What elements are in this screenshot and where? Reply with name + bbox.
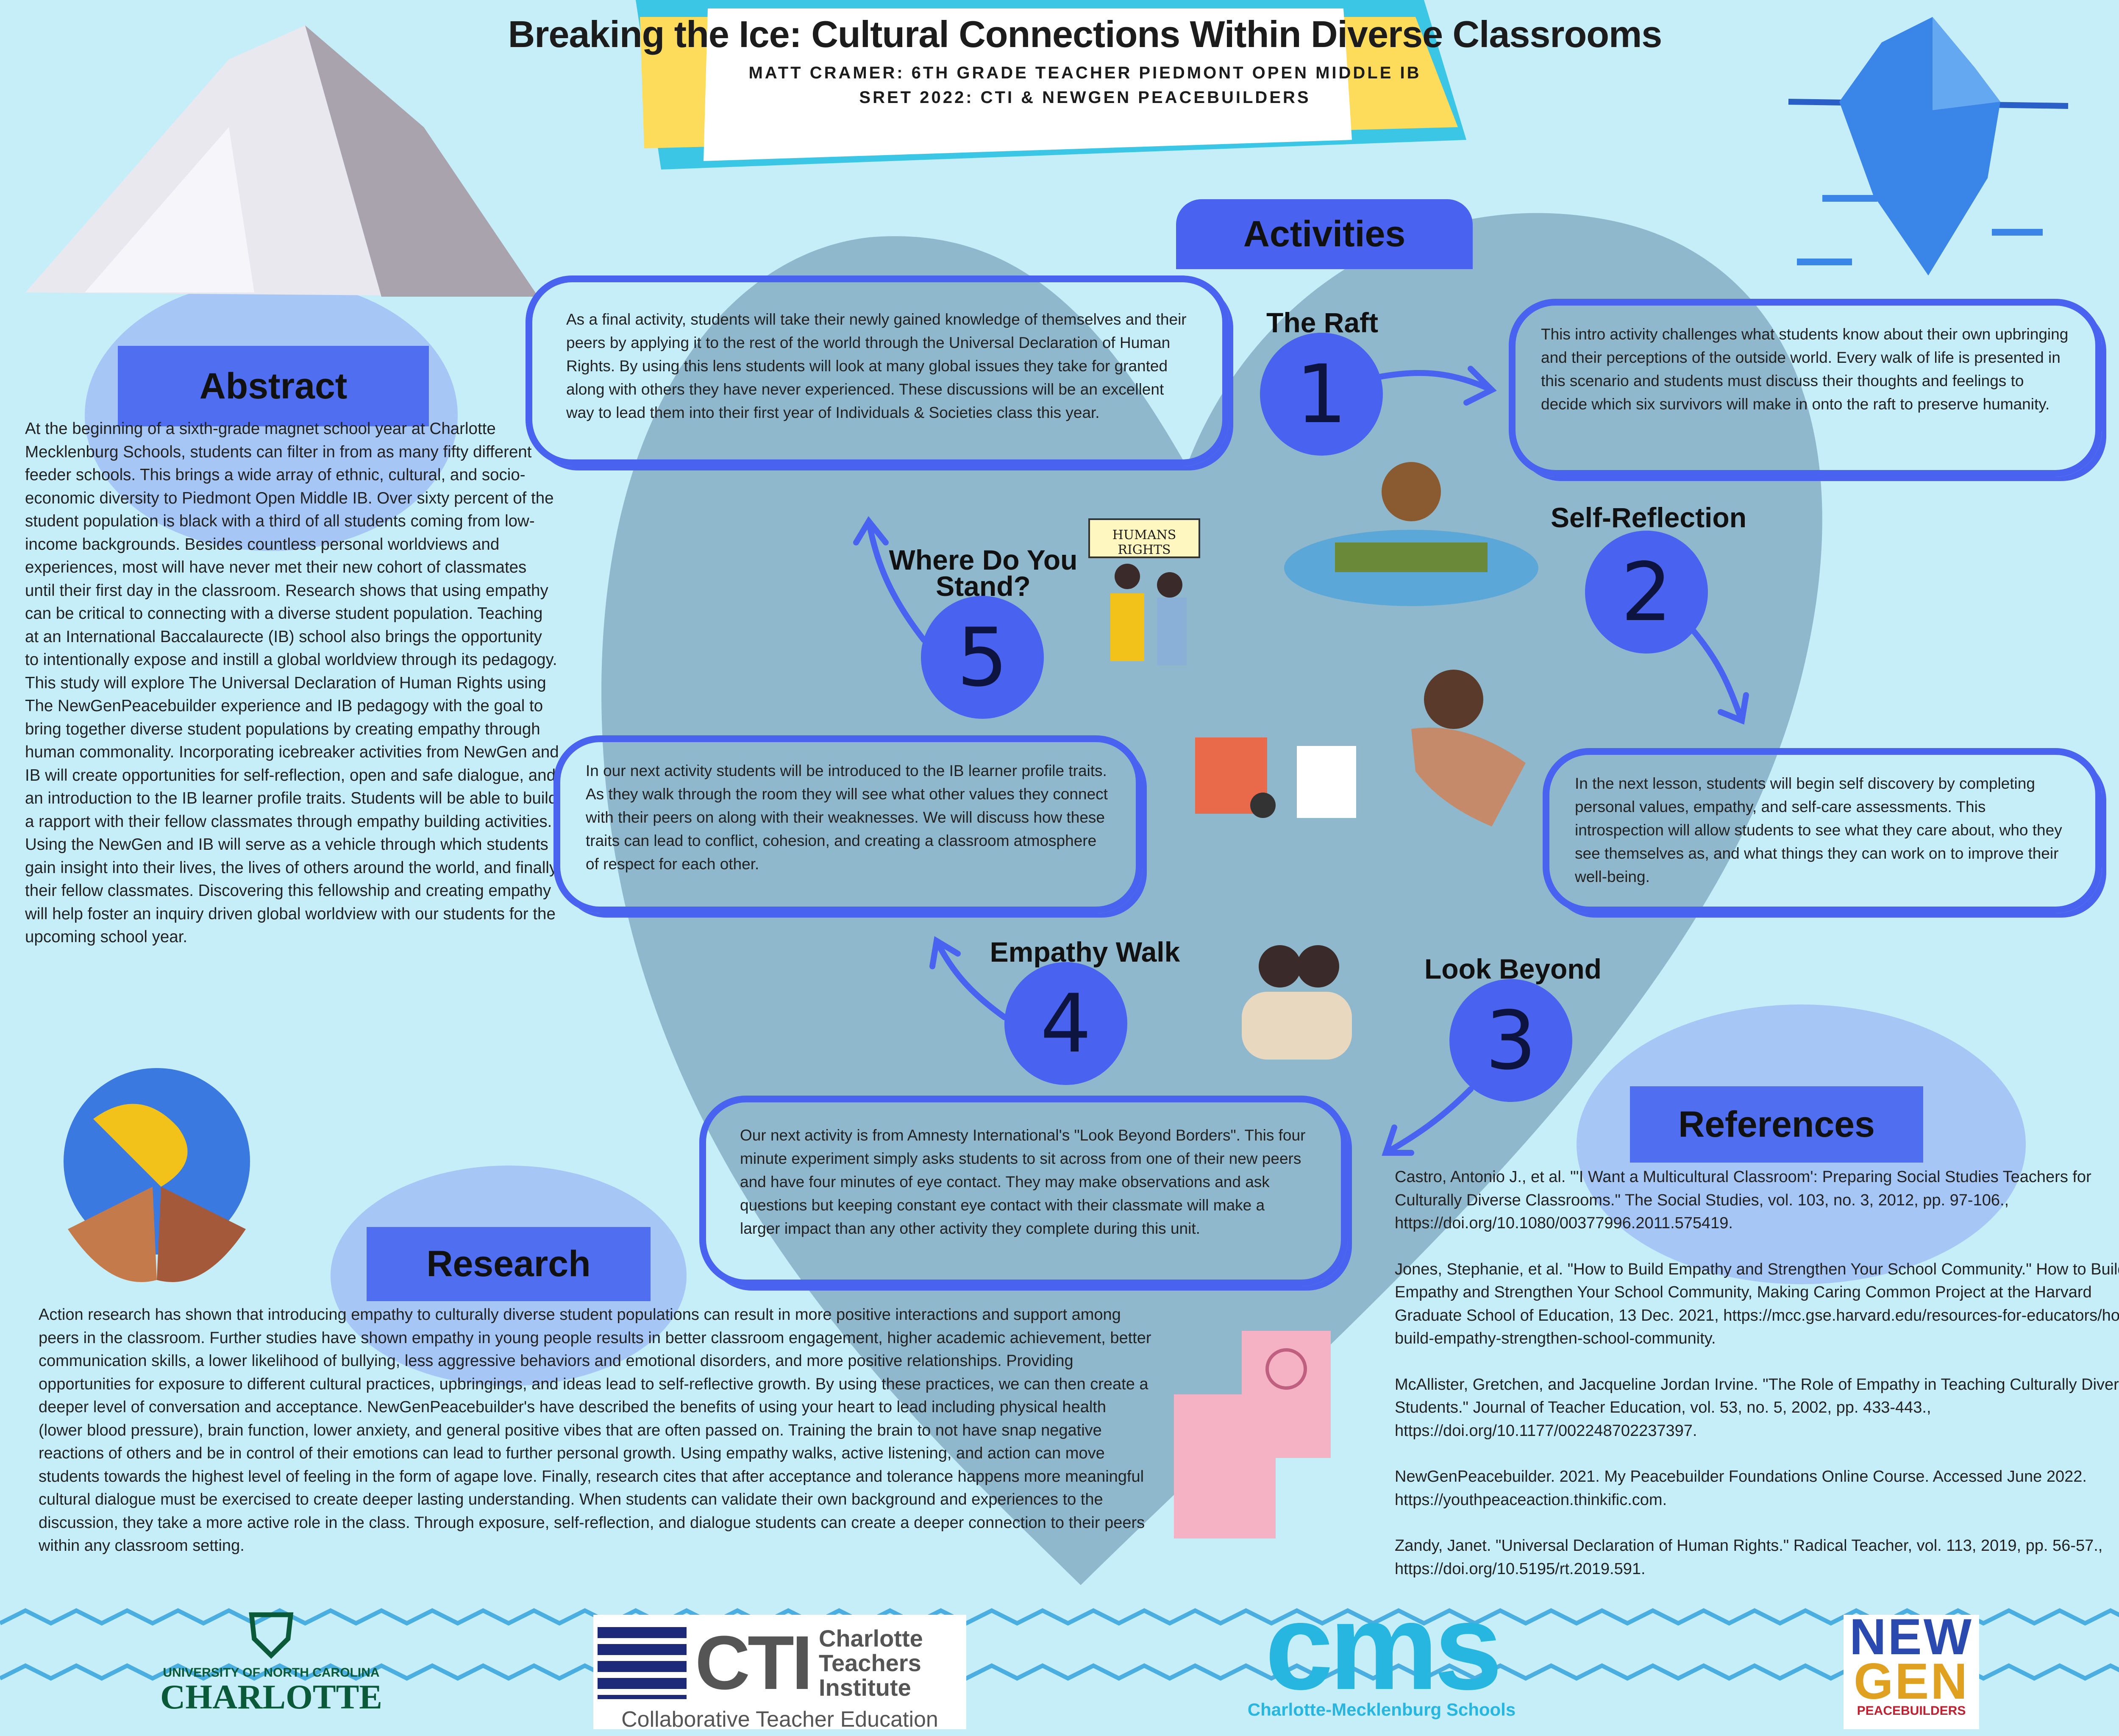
poster-title: Breaking the Ice: Cultural Connections W…: [508, 13, 1662, 55]
earth-hands-illustration: [64, 1068, 250, 1282]
activity-5-text: As a final activity, students will take …: [566, 311, 1187, 421]
activity-1-text: This intro activity challenges what stud…: [1541, 326, 2069, 413]
zigzag-border: [0, 1608, 2119, 1626]
cms-name: Charlotte-Mecklenburg Schools: [1247, 1700, 1516, 1719]
human-rights-sign-text: HUMANS RIGHTS: [1112, 528, 1176, 557]
activity-3-title: Look Beyond: [1424, 953, 1602, 985]
reference-item: Jones, Stephanie, et al. "How to Build E…: [1395, 1260, 2119, 1348]
activity-3-number: 3: [1449, 979, 1572, 1102]
newgen-bottom: PEACEBUILDERS: [1857, 1704, 1966, 1718]
activity-1-box: This intro activity challenges what stud…: [1509, 299, 2102, 477]
uncc-logo: ⛉ UNIVERSITY OF NORTH CAROLINA CHARLOTTE: [144, 1606, 398, 1714]
scroll-illustration: [1174, 1331, 1331, 1538]
raft-illustration: [1284, 462, 1538, 606]
activity-2-title: Self-Reflection: [1550, 502, 1747, 533]
activity-4-number: 4: [1004, 962, 1127, 1085]
activity-4-text: In our next activity students will be in…: [586, 762, 1108, 873]
activity-2-box: In the next lesson, students will begin …: [1543, 748, 2102, 913]
activity-1-title: The Raft: [1266, 307, 1378, 338]
cms-logo: cms Charlotte-Mecklenburg Schools: [1221, 1578, 1543, 1720]
activity-4-box: In our next activity students will be in…: [553, 735, 1143, 913]
cti-tagline: Collaborative Teacher Education: [621, 1707, 938, 1732]
protest-illustration: [1088, 518, 1200, 665]
newgen-top: NEW: [1849, 1608, 1973, 1665]
activity-2-text: In the next lesson, students will begin …: [1575, 775, 2062, 885]
uncc-crown-icon: ⛉: [249, 1601, 294, 1671]
activity-3-box: Our next activity is from Amnesty Intern…: [699, 1096, 1348, 1286]
activity-1-number: 1: [1260, 333, 1383, 456]
newgen-logo: NEW GEN PEACEBUILDERS: [1844, 1608, 1979, 1729]
reference-item: Castro, Antonio J., et al. "'I Want a Mu…: [1395, 1168, 2091, 1232]
activity-2-number: 2: [1585, 531, 1708, 654]
reference-item: NewGenPeacebuilder. 2021. My Peacebuilde…: [1395, 1468, 2087, 1509]
cms-abbr: cms: [1265, 1578, 1502, 1715]
references-heading: References: [1630, 1086, 1923, 1163]
research-heading: Research: [367, 1227, 651, 1301]
program-line: SRET 2022: CTI & NEWGEN PEACEBUILDERS: [859, 88, 1311, 107]
people-illustration: [1195, 737, 1356, 818]
cti-abbr: CTI: [695, 1620, 813, 1705]
activity-3-text: Our next activity is from Amnesty Intern…: [740, 1127, 1306, 1237]
reference-item: McAllister, Gretchen, and Jacqueline Jor…: [1395, 1375, 2119, 1440]
uncc-name: CHARLOTTE: [160, 1678, 382, 1716]
activity-5-number: 5: [921, 596, 1044, 719]
mountain-illustration: [25, 25, 538, 297]
flow-arrows: [853, 366, 1749, 1156]
cti-logo: CTI Charlotte Teachers Institute Collabo…: [593, 1615, 966, 1732]
activity-5-title: Where Do You Stand?: [889, 544, 1078, 602]
abstract-heading: Abstract: [118, 346, 429, 426]
activity-5-box: As a final activity, students will take …: [526, 275, 1229, 466]
iceberg-illustration: [1788, 17, 2069, 275]
cti-stripes-icon: [598, 1627, 687, 1699]
research-text: Action research has shown that introduci…: [39, 1306, 1151, 1555]
newgen-mid: GEN: [1853, 1653, 1969, 1710]
hug-illustration: [1411, 670, 1526, 826]
abstract-text: At the beginning of a sixth-grade magnet…: [25, 420, 559, 946]
reference-item: Zandy, Janet. "Universal Declaration of …: [1395, 1537, 2103, 1578]
uncc-top-text: UNIVERSITY OF NORTH CAROLINA: [163, 1666, 380, 1680]
author-line: MATT CRAMER: 6TH GRADE TEACHER PIEDMONT …: [748, 64, 1421, 82]
cti-name: Charlotte Teachers Institute: [818, 1625, 923, 1701]
banner-white: [704, 8, 1352, 161]
activities-heading: Activities: [1176, 199, 1473, 269]
references-list: Castro, Antonio J., et al. "'I Want a Mu…: [1395, 1166, 2119, 1603]
friends-illustration: [1242, 945, 1352, 1060]
activity-4-title: Empathy Walk: [990, 936, 1180, 968]
